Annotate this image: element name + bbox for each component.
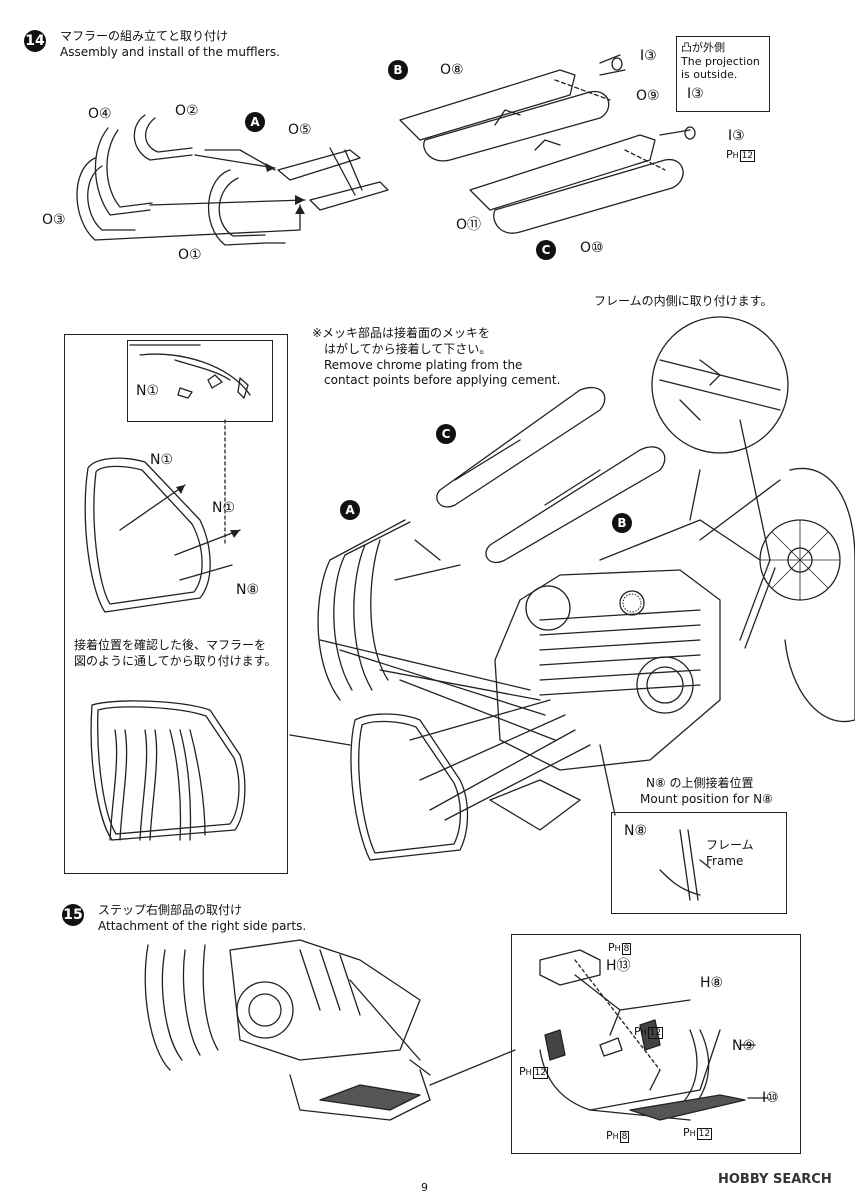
- chrome-note-en-1: Remove chrome plating from the: [324, 358, 523, 372]
- mount-note-en: Mount position for N⑧: [640, 792, 773, 806]
- frame-label-en: Frame: [706, 854, 744, 868]
- frame-label-jp: フレーム: [706, 838, 754, 852]
- marker-c-step14: C: [536, 240, 556, 260]
- chrome-note-jp-2: はがしてから接着して下さい。: [324, 342, 492, 356]
- step-15-badge: 15: [62, 904, 84, 926]
- magnifier-frame-detail: [651, 316, 789, 454]
- exhaust-pipe-o2: [133, 114, 193, 161]
- mount-position-box: [611, 812, 787, 914]
- part-label-h8: H⑧: [700, 975, 724, 991]
- part-label-o9: O⑨: [636, 88, 660, 104]
- projection-note-box: [676, 36, 770, 112]
- part-label-o10: O⑩: [580, 240, 604, 256]
- exhaust-pipe-o1: [207, 169, 266, 246]
- guard-sub-box: [127, 340, 273, 422]
- guard-detail-box: [64, 334, 288, 874]
- marker-b-step14: B: [388, 60, 408, 80]
- engine-block: [494, 569, 721, 771]
- exhaust-pipe-o3: [76, 157, 136, 241]
- part-label-o3: O③: [42, 212, 66, 228]
- step-15-title-jp: ステップ右側部品の取付け: [98, 903, 243, 917]
- chrome-note-en-2: contact points before applying cement.: [324, 373, 561, 387]
- part-label-o8: O⑧: [440, 62, 464, 78]
- step-14-title-jp: マフラーの組み立てと取り付け: [60, 29, 229, 43]
- projection-note-jp: 凸が外側: [681, 41, 725, 54]
- step-bar-small: [289, 1069, 431, 1121]
- projection-note-en-2: is outside.: [681, 68, 738, 81]
- marker-b-main: B: [612, 513, 632, 533]
- step-14-title-en: Assembly and install of the mufflers.: [60, 45, 280, 59]
- part-label-n1-a: N①: [136, 383, 160, 399]
- step15-detail-box: [511, 934, 801, 1154]
- part-label-o4: O④: [88, 106, 112, 122]
- exhaust-a-main: [317, 559, 341, 701]
- part-label-i3-projection: I③: [687, 86, 704, 102]
- guard-frame-n8: [84, 457, 211, 613]
- part-label-h13: H⑬: [606, 958, 631, 974]
- muffler-c-main: [436, 386, 606, 508]
- part-label-o5: O⑤: [288, 122, 312, 138]
- part-label-i10: I⑩: [762, 1090, 779, 1106]
- mount-note-jp: N⑧ の上側接着位置: [646, 776, 754, 790]
- part-label-o11: O⑪: [456, 217, 482, 233]
- step-15-title-en: Attachment of the right side parts.: [98, 919, 307, 933]
- projection-note-en-1: The projection: [681, 55, 760, 68]
- engine-step15: [229, 939, 421, 1061]
- rear-wheel: [784, 467, 855, 723]
- part-label-n8-mount: N⑧: [624, 823, 648, 839]
- exhaust-pipe-o4: [94, 127, 151, 216]
- step-14-badge: 14: [24, 30, 46, 52]
- confirm-note-jp-1: 接着位置を確認した後、マフラーを: [74, 638, 267, 652]
- hobby-search-watermark: HOBBY SEARCH: [718, 1172, 832, 1187]
- marker-a-main: A: [340, 500, 360, 520]
- chrome-note-jp-1: ※メッキ部品は接着面のメッキを: [312, 326, 491, 340]
- part-label-n1-c: N①: [212, 500, 236, 516]
- muffler-o11: [469, 134, 656, 211]
- confirm-note-jp-2: 図のように通してから取り付けます。: [74, 654, 277, 668]
- collector-o5: [277, 149, 361, 181]
- part-label-n9: N⑨: [732, 1038, 756, 1054]
- footpeg-i10: [629, 1094, 746, 1121]
- part-label-n8-inset: N⑧: [236, 582, 260, 598]
- frame-inside-note: フレームの内側に取り付けます。: [594, 294, 773, 308]
- part-label-i3-top: I③: [640, 48, 657, 64]
- part-label-i3-bottom: I③: [728, 128, 745, 144]
- marker-a-step14: A: [245, 112, 265, 132]
- part-label-o1: O①: [178, 247, 202, 263]
- step-bracket-h13: [539, 949, 601, 986]
- muffler-b-main: [485, 446, 666, 564]
- muffler-o8: [399, 69, 576, 141]
- part-label-o2: O②: [175, 103, 199, 119]
- part-label-n1-b: N①: [150, 452, 174, 468]
- guard-main: [350, 713, 469, 861]
- marker-c-main: C: [436, 424, 456, 444]
- page-number: 9: [421, 1181, 428, 1194]
